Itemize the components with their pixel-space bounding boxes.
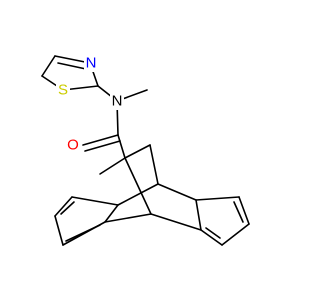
amide-nitrogen-label: N: [112, 93, 123, 110]
carbonyl-oxygen-label: O: [67, 137, 79, 154]
bond-bridgehead-bottom-left-ring: [104, 213, 152, 223]
atom-labels: N S N O: [56, 54, 124, 154]
bond-thiazole-n-c4-double: [57, 62, 87, 70]
thiazole-s-bg: [56, 81, 70, 99]
bond-quaternary-c-methyl: [99, 157, 126, 175]
bond-right-ring-5: [195, 196, 240, 201]
thiazole-nitrogen-label: N: [86, 55, 97, 72]
carbonyl-o-bg: [66, 136, 80, 154]
bond-carbonyl-o-double: [84, 140, 121, 152]
bond-right-ring-4: [238, 196, 250, 225]
molecule-structure: N S N O: [41, 54, 250, 246]
bond-ch2-bridgehead-right: [149, 144, 159, 185]
bond-right-ring-inner-2: [233, 201, 244, 223]
bond-bridgehead-right-left-ring: [117, 183, 159, 206]
thiazole-sulfur-label: S: [58, 82, 68, 99]
bond-right-ring-3: [221, 223, 250, 246]
thiazole-n-bg: [84, 54, 98, 72]
bond-carbonyl-quaternary-c: [117, 134, 126, 159]
amide-n-bg: [110, 92, 124, 110]
bond-left-ring-inner-2: [60, 201, 75, 215]
bond-carbonyl-o: [82, 134, 119, 146]
bond-bridgehead-bottom-right-ring: [150, 213, 202, 231]
bond-right-ring-inner-1: [205, 227, 221, 239]
bond-left-ring-3: [54, 215, 64, 246]
bond-left-ring-4: [54, 196, 73, 217]
bond-quaternary-c-ch2: [124, 144, 151, 159]
bond-left-ring-1: [104, 204, 119, 223]
bond-right-ring-1: [195, 199, 202, 231]
bond-left-ring-inner-1: [65, 224, 101, 242]
bond-thiazole-c4-c5: [41, 55, 56, 77]
bond-left-ring-5: [71, 196, 119, 206]
bond-right-ring-2: [200, 229, 223, 246]
bond-quaternary-c-bridgehead-bottom: [124, 157, 152, 215]
bond-bridgehead-right-right-ring: [157, 183, 197, 201]
